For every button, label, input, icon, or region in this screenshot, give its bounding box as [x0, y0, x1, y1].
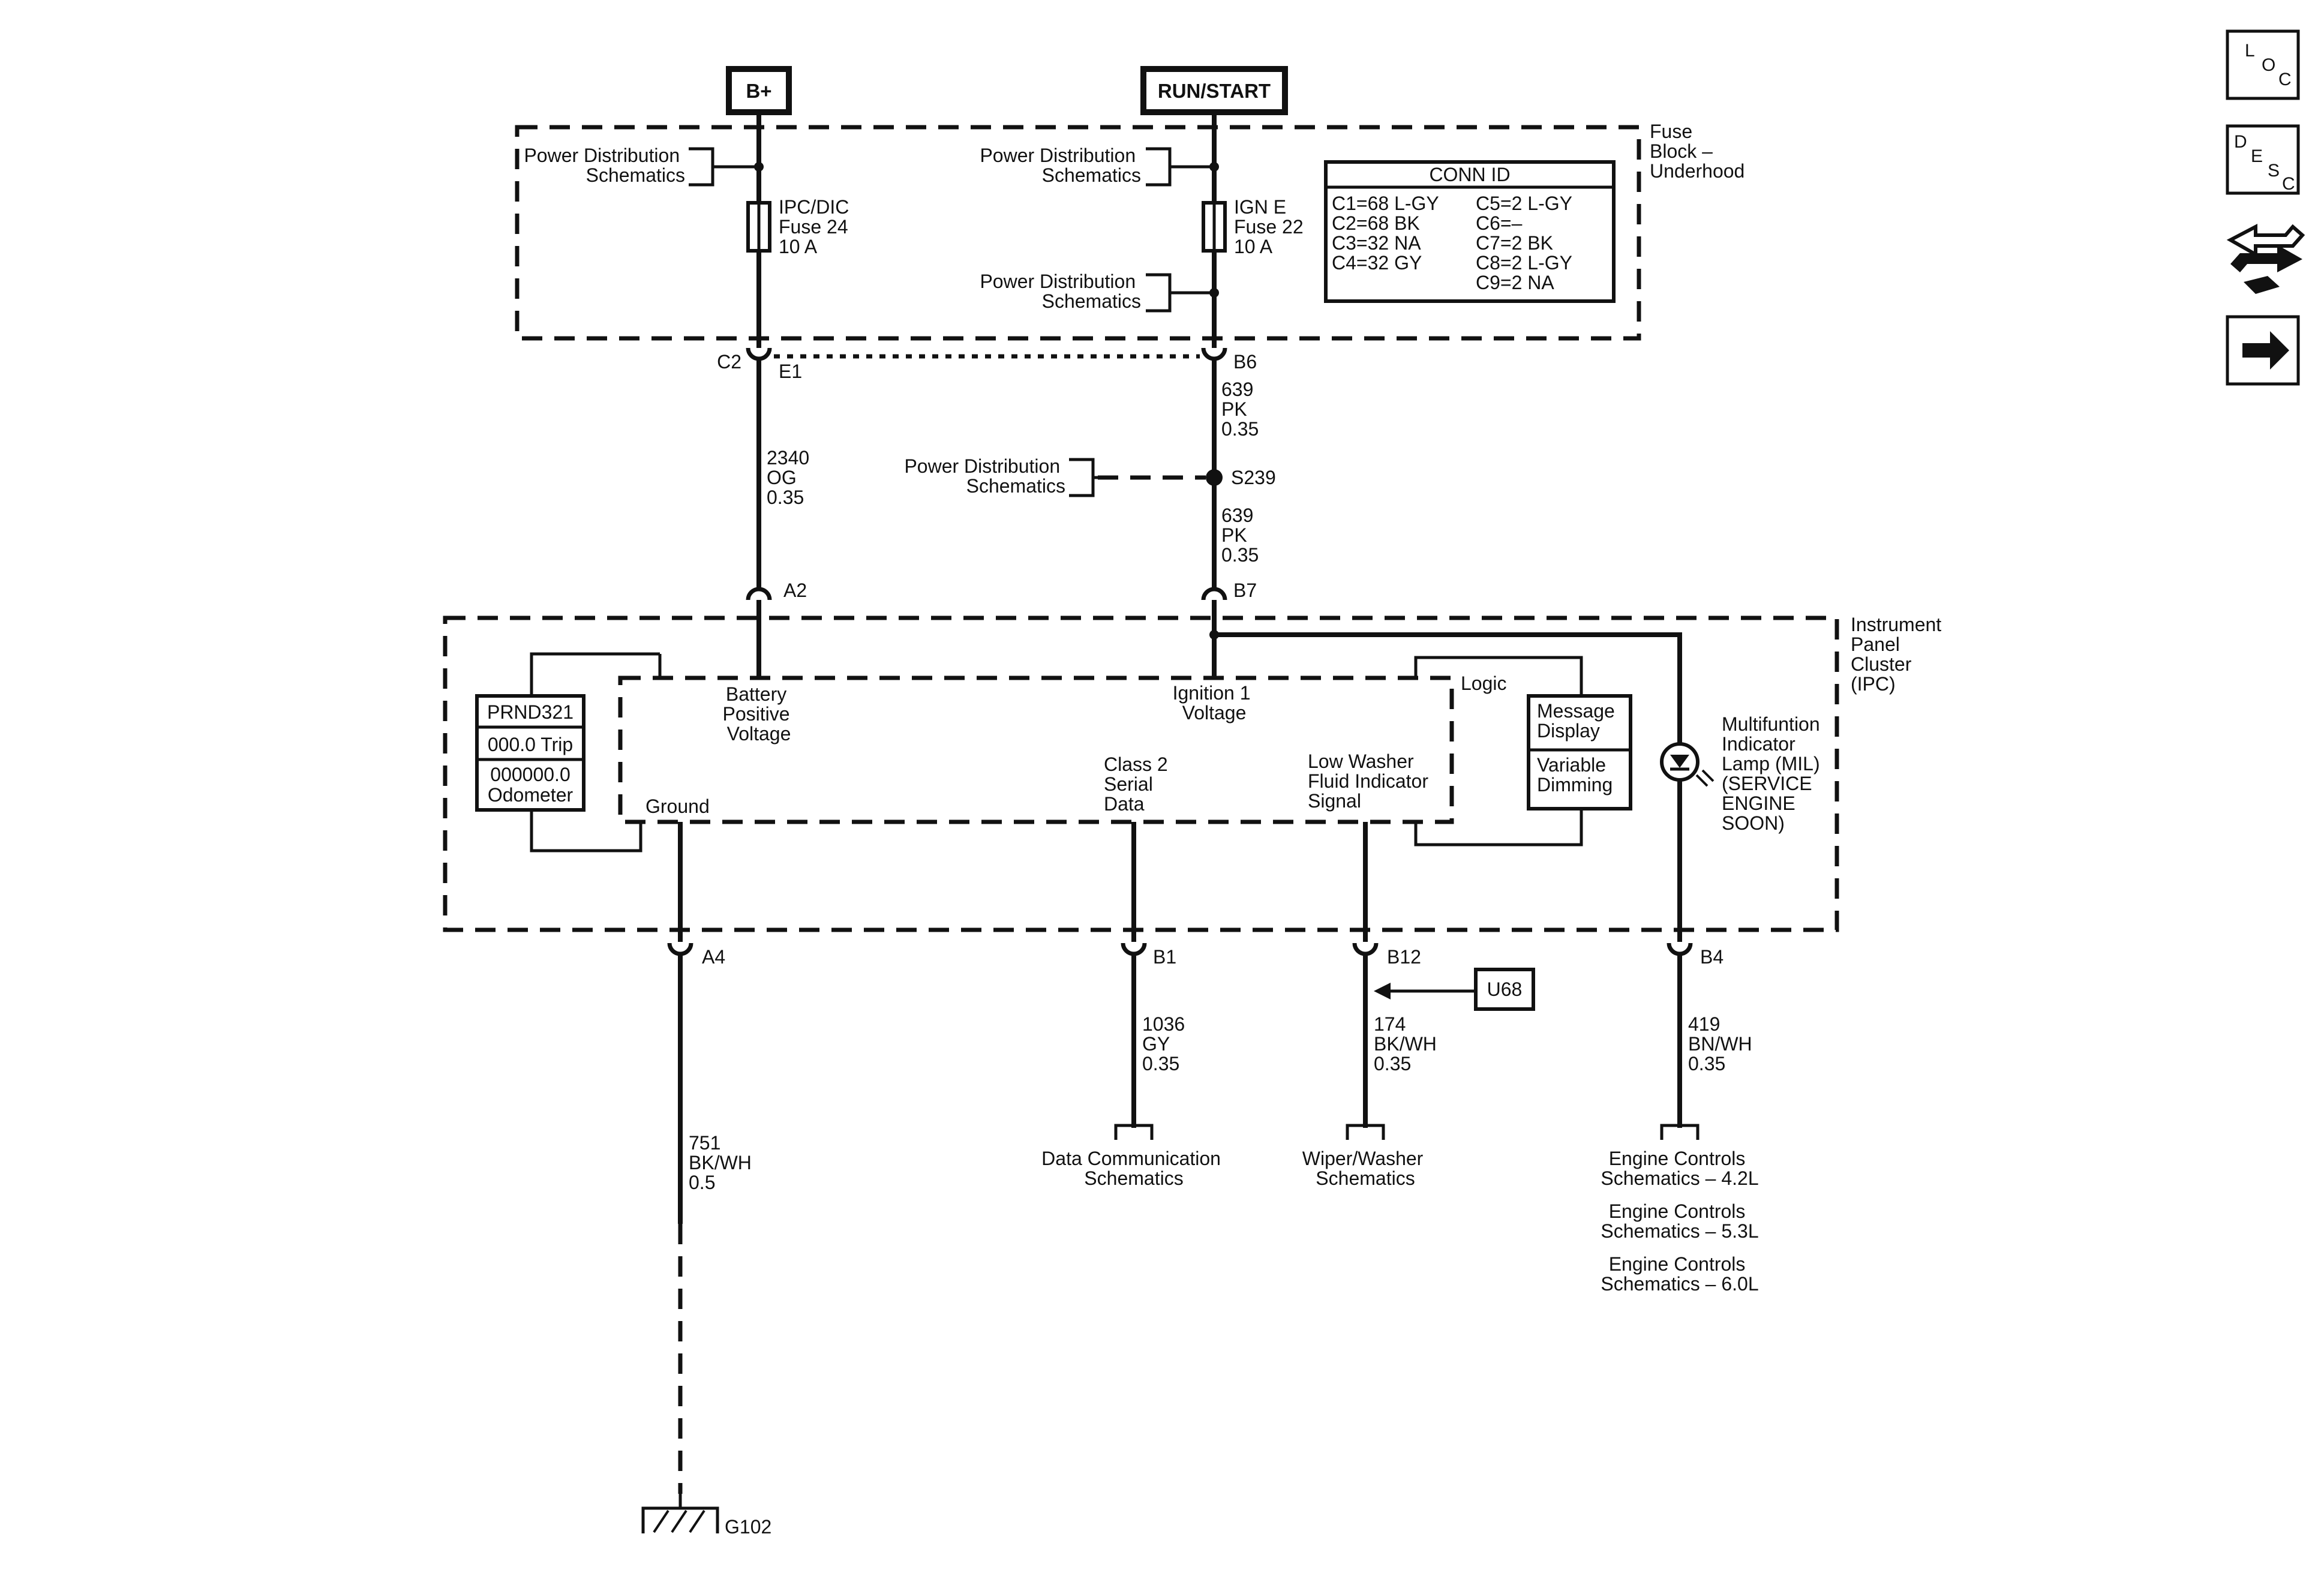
wire-751-label: 751 BK/WH 0.5 [689, 1132, 757, 1193]
connector-e1 [746, 347, 772, 361]
loc-button[interactable]: L O C [2226, 29, 2300, 100]
svg-text:B12: B12 [1387, 946, 1421, 968]
svg-text:Ground: Ground [645, 795, 710, 817]
svg-text:000000.0: 000000.0 [490, 764, 570, 785]
dest-engine-6-0[interactable]: Engine Controls Schematics – 6.0L [1601, 1253, 1758, 1295]
svg-text:B4: B4 [1700, 946, 1724, 968]
svg-text:B7: B7 [1233, 580, 1257, 601]
dest-engine-4-2[interactable]: Engine Controls Schematics – 4.2L [1601, 1148, 1758, 1189]
connector-b4 [1667, 942, 1693, 956]
ignition-label: Ignition 1 Voltage [1173, 682, 1256, 724]
connector-b6 [1201, 347, 1227, 361]
svg-text:C1=68 L-GY C2=68 BK: C1=68 L-GY C2=68 BK C3=32 NA C4=32 GY [1332, 193, 1444, 274]
svg-text:E: E [2251, 146, 2263, 166]
svg-text:C: C [2278, 70, 2292, 89]
connector-a4 [667, 942, 693, 956]
conn-id-table: CONN ID C1=68 L-GY C2=68 BK C3=32 NA C4=… [1324, 160, 1616, 303]
pd-mid-bottom-label: Power Distribution Schematics [980, 271, 1141, 312]
dest-wiper[interactable]: Wiper/Washer Schematics [1302, 1148, 1428, 1189]
arrow-right-icon [2242, 331, 2289, 370]
wire-2340-label: 2340 OG 0.35 [767, 447, 815, 508]
svg-text:PRND321: PRND321 [487, 701, 574, 723]
svg-text:B1: B1 [1153, 946, 1176, 968]
svg-text:U68: U68 [1487, 978, 1523, 1000]
svg-text:Logic: Logic [1461, 673, 1507, 694]
svg-text:S: S [2268, 161, 2280, 181]
svg-text:S239: S239 [1231, 467, 1276, 488]
run-start-label: RUN/START [1158, 80, 1271, 102]
svg-text:G102: G102 [725, 1516, 771, 1538]
pd-left-label: Power Distribution Schematics [524, 145, 685, 186]
connector-a2 [746, 587, 772, 601]
connector-b7 [1201, 587, 1227, 601]
ground-g102 [641, 1494, 719, 1533]
svg-text:B6: B6 [1233, 351, 1257, 373]
next-arrow-button[interactable] [2226, 315, 2300, 386]
option-u68: U68 [1474, 968, 1535, 1011]
fuse-block-label: Fuse Block – Underhood [1650, 121, 1744, 182]
splice-pd-label: Power Distribution Schematics [904, 455, 1065, 497]
wire-174-label: 174 BK/WH 0.35 [1374, 1013, 1442, 1074]
message-display-box: Message Display Variable Dimming [1527, 694, 1632, 810]
svg-text:C2: C2 [717, 351, 741, 373]
b-plus-source: B+ [726, 66, 792, 115]
wire-419-label: 419 BN/WH 0.35 [1688, 1013, 1758, 1074]
svg-text:C: C [2282, 174, 2295, 194]
battery-positive-label: Battery Positive Voltage [723, 683, 795, 745]
svg-text:C5=2 L-GY C6=– C7=: C5=2 L-GY C6=– C7=2 BK C8=2 L-GY C9=2 NA [1476, 193, 1577, 293]
fuse-22-label: IGN E Fuse 22 10 A [1234, 196, 1309, 257]
svg-text:O: O [2262, 55, 2275, 75]
ipc-label: Instrument Panel Cluster (IPC) [1851, 614, 1947, 695]
fuse-block-outline [515, 125, 1641, 341]
connector-b12 [1352, 942, 1379, 956]
connector-b1 [1121, 942, 1147, 956]
wire-639-lower-label: 639 PK 0.35 [1221, 505, 1259, 566]
class2-label: Class 2 Serial Data [1104, 754, 1173, 815]
mil-lamp [1660, 742, 1715, 787]
ipc-logic-outline [618, 676, 1454, 824]
connector-repair-icon[interactable] [2226, 224, 2305, 294]
svg-text:000.0 Trip: 000.0 Trip [488, 734, 573, 755]
svg-text:A2: A2 [783, 580, 807, 601]
svg-text:A4: A4 [702, 946, 725, 968]
svg-text:Message Display: Message Display [1537, 700, 1620, 742]
washer-label: Low Washer Fluid Indicator Signal [1308, 751, 1434, 812]
display-panel: PRND321 000.0 Trip 000000.0 Odometer [475, 694, 585, 812]
dest-data-comm[interactable]: Data Communication Schematics [1041, 1148, 1226, 1189]
svg-text:E1: E1 [779, 361, 802, 382]
desc-button[interactable]: D E S C [2226, 124, 2300, 195]
pd-mid-top-label: Power Distribution Schematics [980, 145, 1141, 186]
ipc-outline [443, 616, 1839, 932]
svg-text:Variable Dimming: Variable Dimming [1537, 754, 1613, 795]
fuse-24-label: IPC/DIC Fuse 24 10 A [779, 196, 854, 257]
dest-engine-5-3[interactable]: Engine Controls Schematics – 5.3L [1601, 1200, 1758, 1242]
svg-text:L: L [2245, 41, 2255, 61]
b-plus-label: B+ [746, 80, 771, 102]
wire-639-upper-label: 639 PK 0.35 [1221, 379, 1259, 440]
mil-label: Multifuntion Indicator Lamp (MIL) (SERVI… [1722, 713, 1825, 834]
splice-s239 [1206, 469, 1223, 486]
run-start-source: RUN/START [1140, 66, 1288, 115]
svg-text:CONN ID: CONN ID [1429, 164, 1510, 185]
svg-text:D: D [2234, 132, 2247, 152]
svg-text:Odometer: Odometer [488, 784, 574, 806]
wire-1036-label: 1036 GY 0.35 [1142, 1013, 1190, 1074]
